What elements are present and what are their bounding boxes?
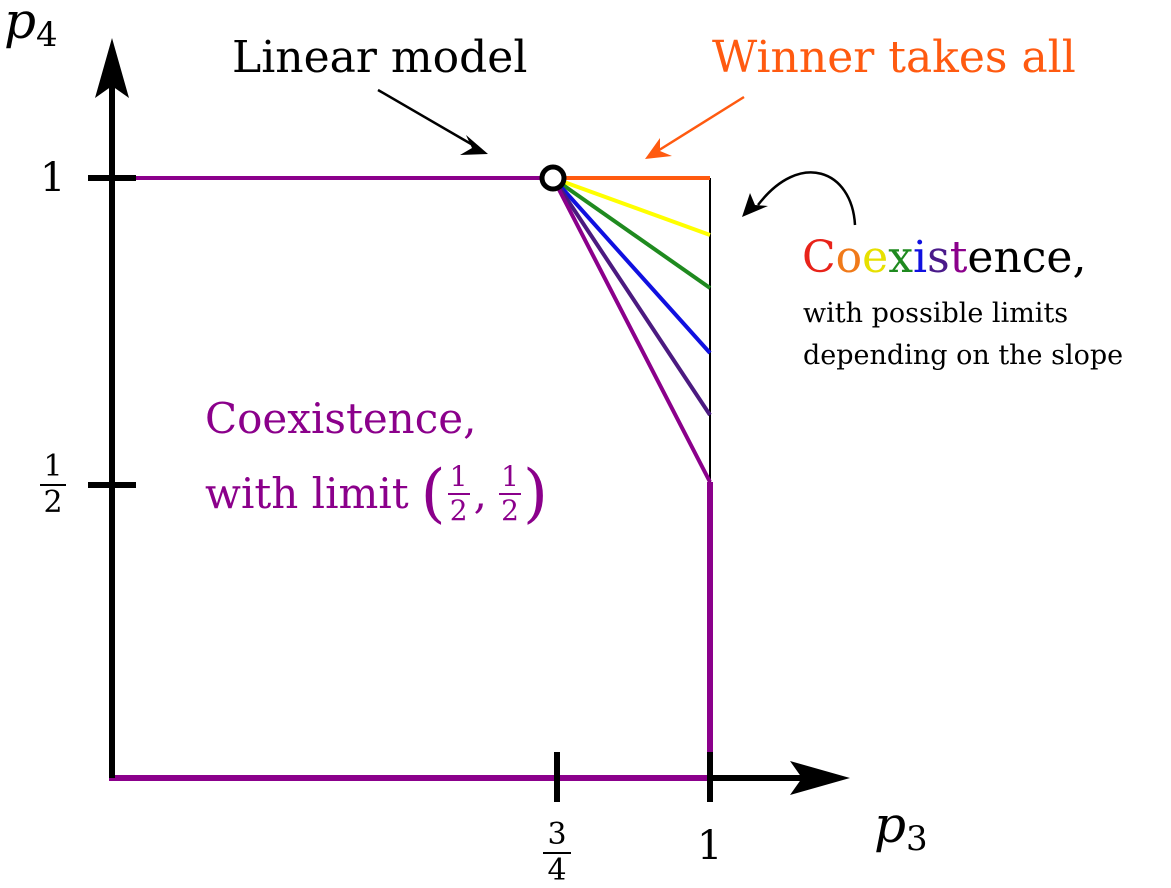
x-tick-three-quarters-bar: [543, 852, 571, 854]
coexistence-letter: s: [927, 232, 950, 283]
coexistence-letter: t: [949, 232, 968, 283]
purple-comma: ,: [473, 469, 487, 518]
purple-frac-2-den: 2: [501, 494, 519, 527]
linear-model-arrowhead: [460, 135, 488, 155]
purple-frac-1-num: 1: [449, 460, 468, 493]
x-axis-label-var: p: [874, 796, 907, 854]
purple-frac-1-bar: [447, 493, 470, 495]
x-tick-label-three-quarters: 3 4: [543, 820, 571, 886]
y-tick-label-half: 1 2: [40, 452, 66, 518]
y-tick-half-den: 2: [43, 485, 63, 520]
x-tick-label-1: 1: [697, 823, 723, 869]
purple-with-limit-text: with limit: [205, 469, 409, 518]
x-axis-label: p3: [874, 800, 928, 856]
coexistence-letter: o: [835, 232, 863, 283]
y-axis-label-sub: 4: [36, 15, 58, 55]
purple-coexistence-line1: Coexistence,: [205, 394, 477, 443]
linear-model-label: Linear model: [232, 32, 528, 83]
purple-frac-1-den: 2: [449, 494, 468, 527]
purple-frac-2-num: 1: [501, 460, 519, 493]
slope-line-yellow: [552, 176, 711, 237]
y-tick-half-num: 1: [43, 449, 63, 484]
coexistence-letter: x: [888, 232, 914, 283]
slope-line-green: [551, 176, 712, 290]
linear-model-point: [539, 164, 567, 192]
x-tick-three-quarters-num: 3: [547, 817, 567, 852]
y-axis-label-var: p: [4, 0, 37, 50]
purple-close-paren: ): [523, 457, 548, 531]
coexistence-letter: e: [862, 232, 889, 283]
slope-line-purple: [551, 177, 712, 483]
linear-model-arrow-shaft: [377, 88, 479, 150]
winner-arrowhead: [645, 138, 672, 159]
coexistence-heading: Coexistence,: [802, 236, 1086, 280]
coexistence-letter: ence,: [967, 232, 1087, 283]
x-axis-label-sub: 3: [906, 819, 928, 859]
winner-takes-all-label: Winner takes all: [712, 32, 1076, 83]
coexistence-line2: with possible limits: [803, 298, 1069, 329]
winner-arrow-shaft: [655, 95, 745, 154]
slope-line-indigo: [551, 176, 712, 417]
y-tick-half-bar: [40, 484, 66, 486]
y-axis-arrowhead: [95, 38, 129, 98]
coexistence-letter: i: [913, 232, 928, 283]
purple-frac-1: 1 2: [447, 460, 470, 527]
y-axis-label: p4: [4, 0, 58, 52]
x-tick-three-quarters-den: 4: [547, 853, 567, 888]
purple-open-paren: (: [420, 457, 446, 531]
purple-coexistence-line2: with limit ( 1 2 , 1 2 ): [205, 462, 548, 526]
coexistence-curved-arrow: [757, 171, 857, 226]
purple-frac-2-bar: [499, 493, 521, 495]
y-tick-label-1: 1: [40, 155, 66, 201]
coexistence-letter: C: [802, 232, 836, 283]
x-axis-arrowhead: [790, 761, 850, 795]
slope-line-blue: [551, 176, 712, 355]
coexistence-line3: depending on the slope: [803, 340, 1124, 371]
purple-frac-2: 1 2: [499, 463, 521, 525]
coexistence-arrowhead: [742, 193, 768, 217]
